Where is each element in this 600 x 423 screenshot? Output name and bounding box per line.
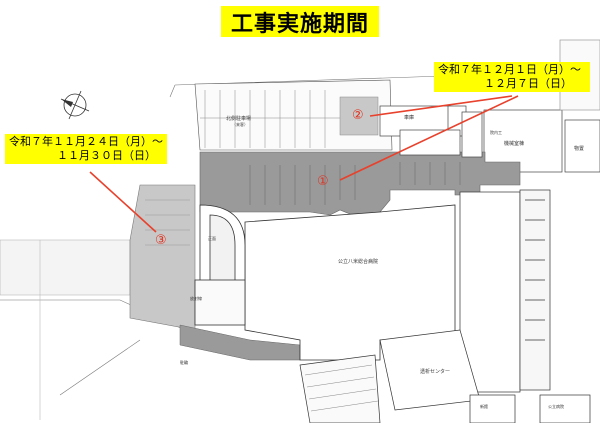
shed-building [564,119,600,173]
callout-area-3: 令和７年１１月２４日（月）～ １１月３０日（日） [5,134,167,164]
bldg-d-label: 放射線 [190,296,202,301]
entrance-label: 正面 [208,236,216,241]
shed-label: 物置 [574,146,585,152]
north-parking-sub-label: （来客） [232,122,248,127]
callout-right-line2: １２月７日（日） [484,77,572,90]
work-area-3 [129,184,196,331]
page-title: 工事実施期間 [230,11,369,37]
pointer-lines [89,95,519,233]
main-building-label: 公立八米総合病院 [338,259,379,265]
machine-building-label: 機械室棟 [504,141,525,147]
area-3-marker: ③ [155,233,167,248]
bldg-a-label: 院内工 [490,130,502,135]
center-label: 透析センター [420,369,451,375]
title-banner: 工事実施期間 [221,6,379,37]
callout-right-line1: 令和７年１２月１日（月）～ [438,63,581,76]
north-arrow [60,90,90,120]
bottom-right2-label: 公立病院 [548,404,564,409]
north-parking-label: 北側駐車場 [226,116,252,122]
machine-building [483,109,563,173]
bldg-c-label: 駐輪 [180,360,188,365]
garage-label: 車庫 [404,115,415,121]
main-hospital-building [244,204,456,361]
bottom-right-label: 新館 [480,404,488,409]
area-2-marker: ② [352,108,364,123]
callout-area-1-2: 令和７年１２月１日（月）～ １２月７日（日） [434,62,590,92]
area-1-marker: ① [317,174,329,189]
callout-left-line1: 令和７年１１月２４日（月）～ [9,135,163,148]
callout-left-line2: １１月３０日（日） [57,149,156,162]
